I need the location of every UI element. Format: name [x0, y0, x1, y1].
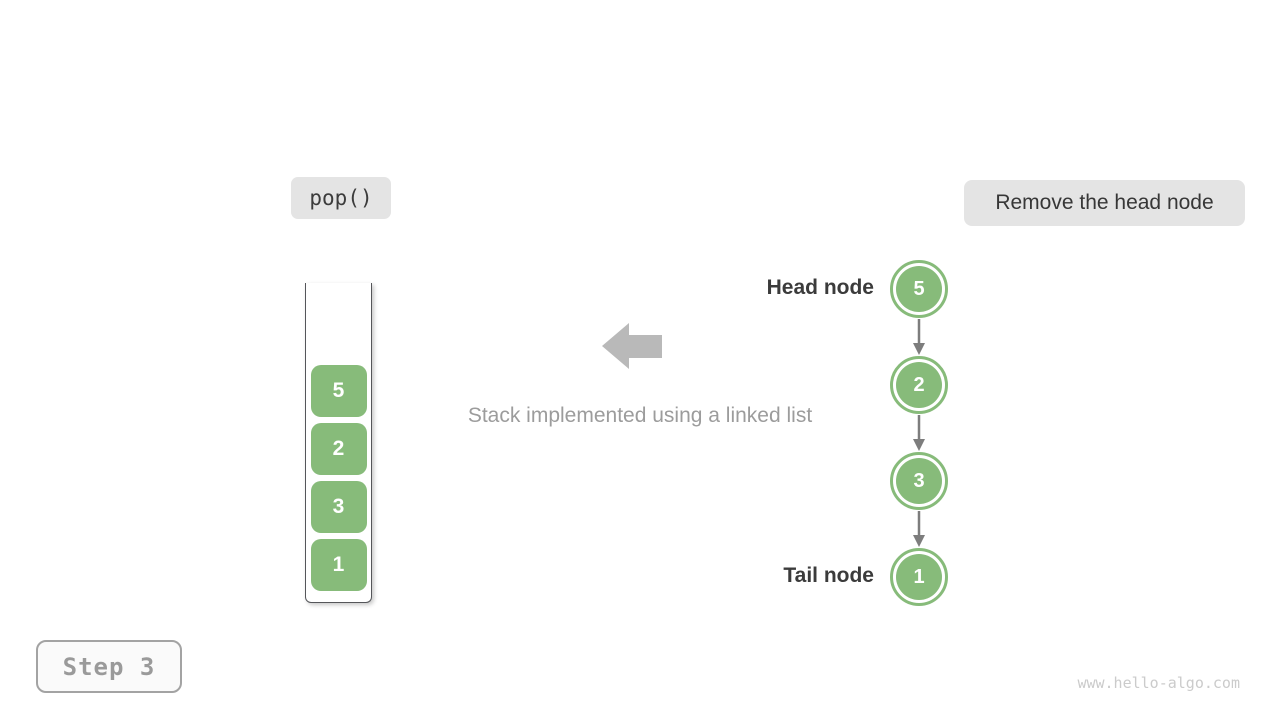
tail-node-label: Tail node [783, 564, 874, 587]
node-value: 1 [896, 554, 942, 600]
stack-item: 5 [310, 365, 367, 417]
step-badge: Step 3 [36, 640, 182, 693]
down-arrow-icon [913, 415, 925, 451]
down-arrow-icon [913, 319, 925, 355]
linked-list-node: 1 [890, 548, 948, 606]
stack-item: 3 [310, 481, 367, 533]
linked-list-node: 5 [890, 260, 948, 318]
stack-container: 5 2 3 1 [305, 283, 372, 603]
node-value: 5 [896, 266, 942, 312]
down-arrow-icon [913, 511, 925, 547]
stack-item: 1 [310, 539, 367, 591]
description-label: Remove the head node [964, 180, 1245, 226]
linked-list-node: 3 [890, 452, 948, 510]
stack-item: 2 [310, 423, 367, 475]
head-node-label: Head node [766, 276, 874, 299]
node-value: 2 [896, 362, 942, 408]
node-value: 3 [896, 458, 942, 504]
left-arrow-icon [602, 323, 662, 369]
watermark-text: www.hello-algo.com [1077, 674, 1240, 692]
linked-list-node: 2 [890, 356, 948, 414]
caption-text: Stack implemented using a linked list [467, 404, 813, 427]
operation-label: pop() [291, 177, 391, 219]
